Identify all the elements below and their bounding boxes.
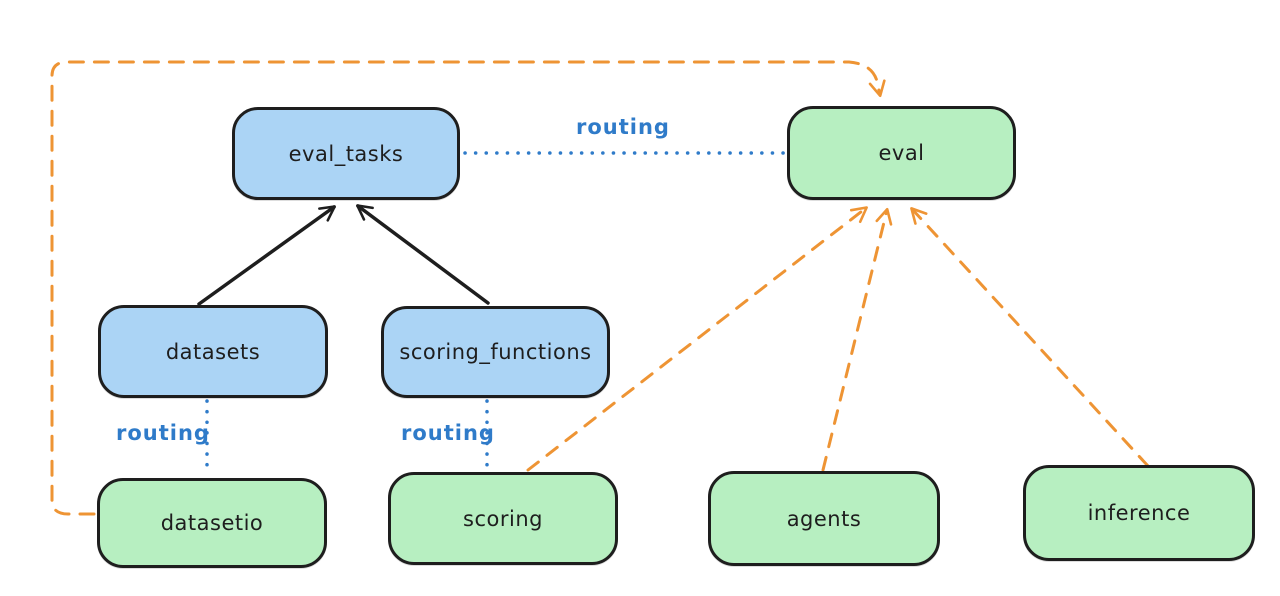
node-eval: eval <box>787 106 1016 200</box>
node-agents: agents <box>708 471 940 566</box>
node-scoring-label: scoring <box>463 506 543 531</box>
node-eval-label: eval <box>878 141 925 165</box>
node-datasets: datasets <box>98 305 328 398</box>
edge-label-routing-eval-tasks-eval: routing <box>576 115 670 139</box>
edge-scoring-functions-to-eval-tasks <box>356 204 490 305</box>
node-scoring-functions-label: scoring_functions <box>399 340 592 364</box>
node-eval-tasks-label: eval_tasks <box>288 141 404 166</box>
node-scoring: scoring <box>388 472 618 565</box>
node-datasetio-label: datasetio <box>160 511 264 535</box>
node-agents-label: agents <box>786 506 862 531</box>
edge-label-routing-scoring-functions-scoring: routing <box>401 421 495 445</box>
node-inference-label: inference <box>1087 501 1191 525</box>
edge-datasets-to-eval-tasks <box>197 205 336 306</box>
edge-scoring-to-eval-dashed <box>526 206 868 472</box>
node-datasetio: datasetio <box>97 478 327 568</box>
edge-datasetio-to-eval-dashed <box>50 60 886 516</box>
node-scoring-functions: scoring_functions <box>381 306 610 398</box>
node-inference: inference <box>1023 465 1255 561</box>
node-datasets-label: datasets <box>165 339 261 364</box>
edge-inference-to-eval-dashed <box>910 207 1150 468</box>
edge-label-routing-datasets-datasetio: routing <box>116 421 210 445</box>
node-eval-tasks: eval_tasks <box>232 107 460 200</box>
edge-agents-to-eval-dashed <box>821 207 893 472</box>
